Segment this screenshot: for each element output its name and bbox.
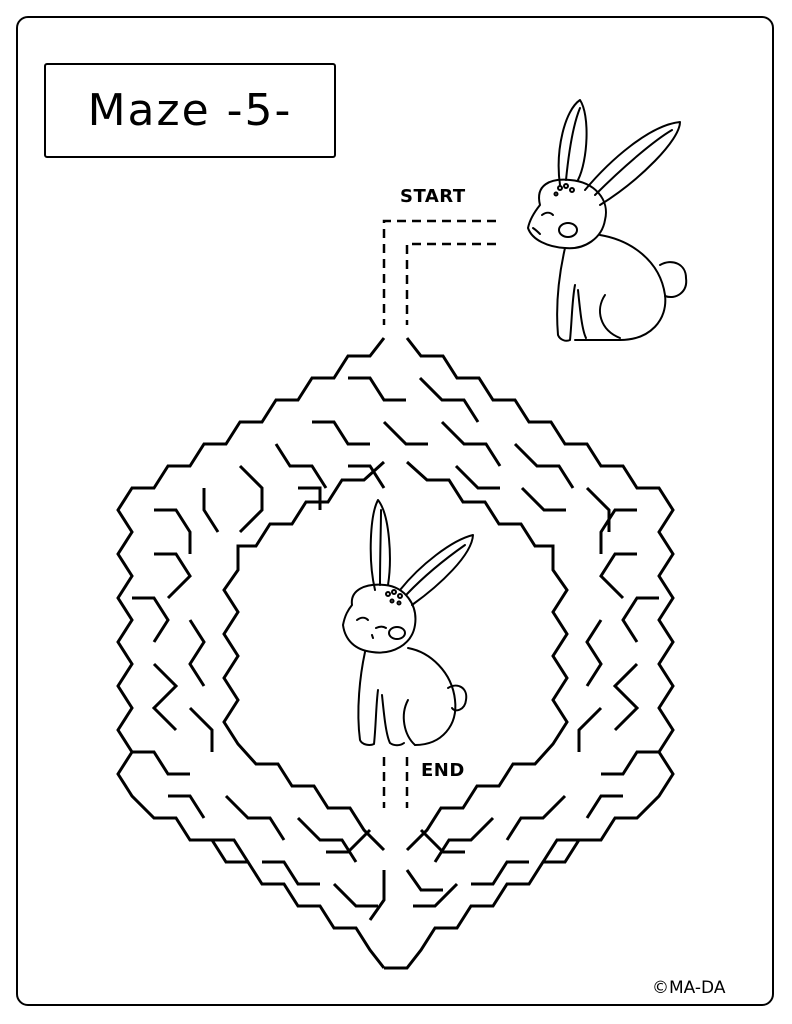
end-exit-path (382, 757, 409, 808)
maze-passage-walls (132, 376, 659, 921)
bunny-icon (527, 99, 688, 342)
maze-inner-wall (222, 460, 569, 852)
end-label: END (421, 760, 465, 781)
start-entrance-path (382, 219, 496, 325)
start-bunny (527, 99, 688, 342)
maze-outer-wall (116, 337, 675, 970)
page-title: Maze -5- (87, 85, 293, 136)
credit-text: ©MA-DA (652, 978, 726, 998)
bunny-icon (342, 499, 474, 747)
page-border (16, 16, 774, 1006)
end-bunny (342, 499, 474, 747)
start-label: START (400, 186, 466, 207)
title-box: Maze -5- (44, 63, 336, 158)
